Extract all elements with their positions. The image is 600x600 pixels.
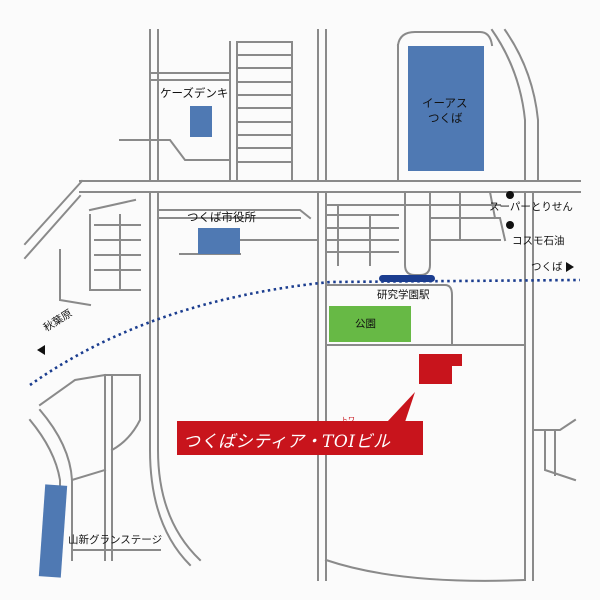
banner-ruby: トワ	[341, 416, 355, 424]
label-super: スーパーとりせん	[489, 201, 573, 213]
cosmo-dot-icon	[506, 221, 514, 229]
ks-denki-building	[190, 106, 212, 137]
road-top-left	[149, 72, 231, 81]
road-station-square	[325, 284, 453, 346]
station-platform	[379, 275, 435, 282]
triangle-right-icon	[566, 262, 574, 272]
banner-title: つくばシティア・TOIビル	[183, 432, 391, 452]
road-lower-right	[532, 418, 577, 482]
building-name-banner: つくばシティア・TOIビル	[177, 421, 423, 455]
aeon-building	[408, 46, 484, 171]
road-cityhall-block	[157, 209, 319, 255]
label-cosmo: コスモ石油	[512, 235, 565, 247]
label-yamashin: 山新グランステージ	[68, 534, 163, 546]
callout-pointer	[387, 392, 415, 422]
park-area	[329, 306, 411, 342]
label-city-hall: つくば市役所	[187, 210, 256, 224]
road-ks-block	[229, 41, 293, 182]
city-hall-building	[198, 228, 240, 254]
yamashin-building	[38, 484, 68, 578]
label-ks-denki: ケーズデンキ	[160, 86, 229, 100]
road-lower-left-2	[38, 373, 107, 482]
road-center-vertical	[317, 29, 327, 581]
label-station: 研究学園駅	[377, 289, 430, 301]
left-diagonal-road	[23, 179, 84, 260]
road-vertical-150	[149, 29, 159, 391]
super-dot-icon	[506, 191, 514, 199]
target-building	[419, 354, 462, 384]
label-park: 公園	[355, 318, 376, 330]
main-avenue	[79, 180, 581, 193]
road-left-curve	[119, 139, 231, 161]
triangle-left-icon	[37, 345, 45, 355]
road-left-lattice	[59, 198, 141, 307]
road-bottom	[324, 558, 527, 582]
road-right-block	[325, 190, 507, 266]
road-lower-center	[149, 389, 202, 567]
road-lower-left	[28, 374, 141, 561]
label-aeon-line2: つくば	[428, 111, 463, 125]
label-tsukuba-direction: つくば	[531, 261, 563, 273]
label-aeon-line1: イーアス	[422, 96, 468, 110]
railway-line	[29, 278, 581, 387]
road-right-curve	[490, 28, 539, 581]
roads	[23, 28, 581, 582]
